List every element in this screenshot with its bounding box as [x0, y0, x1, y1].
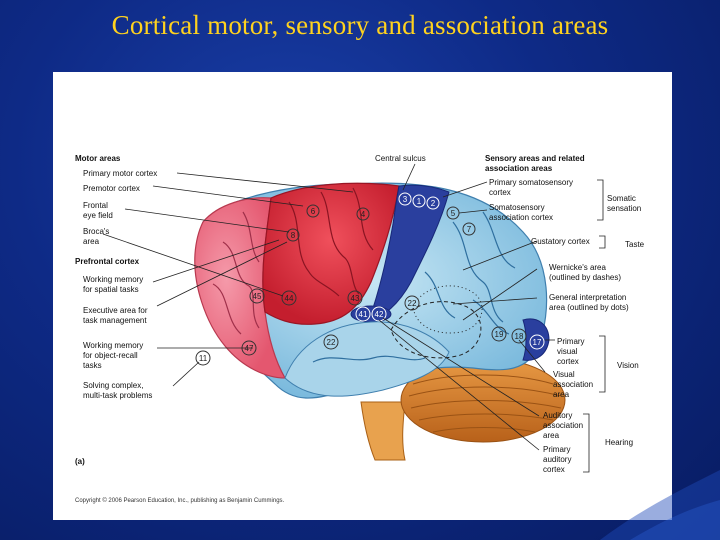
label-wm-spatial-1: Working memory — [83, 275, 143, 284]
label-sensory-heading-2: association areas — [485, 164, 553, 173]
svg-text:18: 18 — [515, 332, 524, 341]
label-brocas-1: Broca's — [83, 227, 109, 236]
area-44: 44 — [281, 290, 297, 306]
area-3: 3 — [398, 192, 412, 206]
area-22-lower: 22 — [323, 334, 339, 350]
label-taste: Taste — [625, 240, 645, 249]
area-2: 2 — [426, 196, 440, 210]
label-soma-assoc-2: association cortex — [489, 213, 553, 222]
label-visual-assoc-3: area — [553, 390, 570, 399]
area-22-upper: 22 — [404, 295, 420, 311]
label-visual-assoc-2: association — [553, 380, 593, 389]
svg-text:47: 47 — [245, 344, 254, 353]
area-45: 45 — [249, 288, 265, 304]
primary-visual-region — [522, 318, 550, 361]
svg-text:3: 3 — [403, 195, 408, 204]
leader-lines — [102, 163, 555, 451]
label-primary-visual-3: cortex — [557, 357, 579, 366]
label-soma-assoc-1: Somatosensory — [489, 203, 545, 212]
label-frontal-eye-1: Frontal — [83, 201, 108, 210]
label-central-sulcus: Central sulcus — [375, 154, 426, 163]
svg-text:22: 22 — [327, 338, 336, 347]
label-wm-object-3: tasks — [83, 361, 102, 370]
svg-text:17: 17 — [533, 338, 542, 347]
label-executive-2: task management — [83, 316, 147, 325]
label-auditory-assoc-1: Auditory — [543, 411, 572, 420]
label-general-1: General interpretation — [549, 293, 626, 302]
cerebellum-folia — [408, 374, 562, 433]
label-premotor: Premotor cortex — [83, 184, 140, 193]
label-brocas-2: area — [83, 237, 100, 246]
label-primary-auditory-1: Primary — [543, 445, 571, 454]
label-vision: Vision — [617, 361, 639, 370]
gyri-lines — [212, 187, 516, 363]
label-sensory-heading-1: Sensory areas and related — [485, 154, 585, 163]
svg-text:2: 2 — [431, 199, 436, 208]
label-somatic-2: sensation — [607, 204, 641, 213]
label-primary-soma-2: cortex — [489, 188, 511, 197]
area-4: 4 — [356, 207, 370, 221]
area-7: 7 — [462, 222, 476, 236]
wernicke-outline — [390, 301, 482, 359]
area-11: 11 — [195, 350, 211, 366]
group-brackets — [583, 179, 606, 473]
svg-text:5: 5 — [451, 209, 456, 218]
label-hearing: Hearing — [605, 438, 633, 447]
label-motor-areas: Motor areas — [75, 154, 121, 163]
label-primary-visual-1: Primary — [557, 337, 585, 346]
label-frontal-eye-2: eye field — [83, 211, 113, 220]
svg-text:19: 19 — [495, 330, 504, 339]
primary-somatosensory-region — [368, 184, 450, 321]
label-wernicke-1: Wernicke's area — [549, 263, 607, 272]
label-primary-auditory-2: auditory — [543, 455, 571, 464]
label-prefrontal: Prefrontal cortex — [75, 257, 140, 266]
label-wm-spatial-2: for spatial tasks — [83, 285, 139, 294]
svg-text:11: 11 — [199, 354, 208, 363]
label-solving-2: multi-task problems — [83, 391, 152, 400]
label-primary-auditory-3: cortex — [543, 465, 565, 474]
label-gustatory: Gustatory cortex — [531, 237, 590, 246]
slide-title: Cortical motor, sensory and association … — [111, 10, 609, 40]
label-visual-assoc-1: Visual — [553, 370, 575, 379]
svg-text:1: 1 — [417, 197, 422, 206]
area-8: 8 — [286, 228, 300, 242]
label-primary-visual-2: visual — [557, 347, 578, 356]
label-somatic-1: Somatic — [607, 194, 636, 203]
area-17: 17 — [529, 334, 545, 350]
panel-label: (a) — [75, 457, 85, 466]
area-18: 18 — [511, 328, 527, 344]
label-primary-motor: Primary motor cortex — [83, 169, 157, 178]
label-primary-soma-1: Primary somatosensory — [489, 178, 573, 187]
label-wernicke-2: (outlined by dashes) — [549, 273, 621, 282]
area-43: 43 — [347, 290, 363, 306]
label-wm-object-1: Working memory — [83, 341, 143, 350]
decorative-wave — [600, 470, 720, 540]
area-19: 19 — [491, 326, 507, 342]
label-auditory-assoc-3: area — [543, 431, 560, 440]
svg-text:42: 42 — [375, 310, 384, 319]
copyright-text: Copyright © 2006 Pearson Education, Inc.… — [75, 497, 285, 504]
label-auditory-assoc-2: association — [543, 421, 583, 430]
label-general-2: area (outlined by dots) — [549, 303, 629, 312]
svg-text:45: 45 — [253, 292, 262, 301]
svg-text:44: 44 — [285, 294, 294, 303]
svg-text:6: 6 — [311, 207, 316, 216]
svg-text:7: 7 — [467, 225, 472, 234]
brain-stem — [360, 401, 406, 461]
label-wm-object-2: for object-recall — [83, 351, 138, 360]
area-42: 42 — [371, 306, 387, 322]
area-6: 6 — [306, 204, 320, 218]
svg-text:4: 4 — [361, 210, 366, 219]
label-executive-1: Executive area for — [83, 306, 148, 315]
brain-figure: 3 1 2 5 6 4 7 8 45 44 43 41 42 22 22 47 … — [53, 72, 672, 520]
label-solving-1: Solving complex, — [83, 381, 143, 390]
svg-text:8: 8 — [291, 231, 296, 240]
svg-text:41: 41 — [359, 310, 368, 319]
svg-text:43: 43 — [351, 294, 360, 303]
brain-diagram: 3 1 2 5 6 4 7 8 45 44 43 41 42 22 22 47 … — [75, 154, 645, 504]
area-1: 1 — [412, 194, 426, 208]
area-41: 41 — [355, 306, 371, 322]
svg-text:22: 22 — [408, 299, 417, 308]
